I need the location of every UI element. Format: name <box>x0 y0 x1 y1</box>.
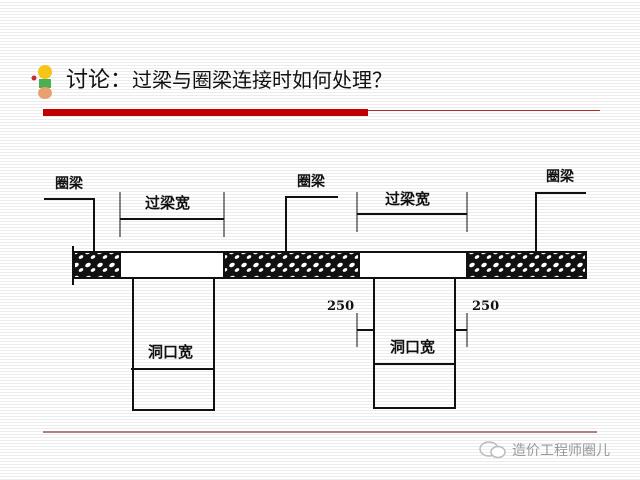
ring-beam-label: 圈梁 <box>546 168 575 185</box>
lintel-width-label: 过梁宽 <box>145 194 190 212</box>
ring-beam-segment <box>223 251 360 279</box>
watermark: 造价工程师圈儿 <box>478 440 610 460</box>
lintel-2 <box>358 251 468 279</box>
ring-beam-label: 圈梁 <box>297 173 326 190</box>
opening-2 <box>373 277 456 409</box>
opening-1 <box>132 277 215 411</box>
title-underline-thick <box>43 109 368 116</box>
wechat-icon <box>479 441 506 459</box>
lintel-1 <box>119 251 225 279</box>
offset-label: 250 <box>327 299 354 314</box>
ring-beam-segment <box>466 251 587 279</box>
opening-width-label: 洞口宽 <box>148 343 193 361</box>
title-prefix: 讨论： <box>66 68 133 93</box>
title-question: 过梁与圈梁连接时如何处理？ <box>132 68 393 92</box>
ring-beam-label: 圈梁 <box>55 175 84 192</box>
opening-width-label: 洞口宽 <box>390 338 435 356</box>
watermark-text: 造价工程师圈儿 <box>512 443 610 459</box>
offset-label: 250 <box>472 299 499 314</box>
footer-line <box>43 431 597 433</box>
title-underline-thin <box>368 110 600 111</box>
lintel-width-label: 过梁宽 <box>385 190 430 208</box>
slide-title: 讨论：过梁与圈梁连接时如何处理？ <box>66 62 392 94</box>
mascot-icon <box>31 65 52 99</box>
ring-beam-segment <box>73 251 121 279</box>
